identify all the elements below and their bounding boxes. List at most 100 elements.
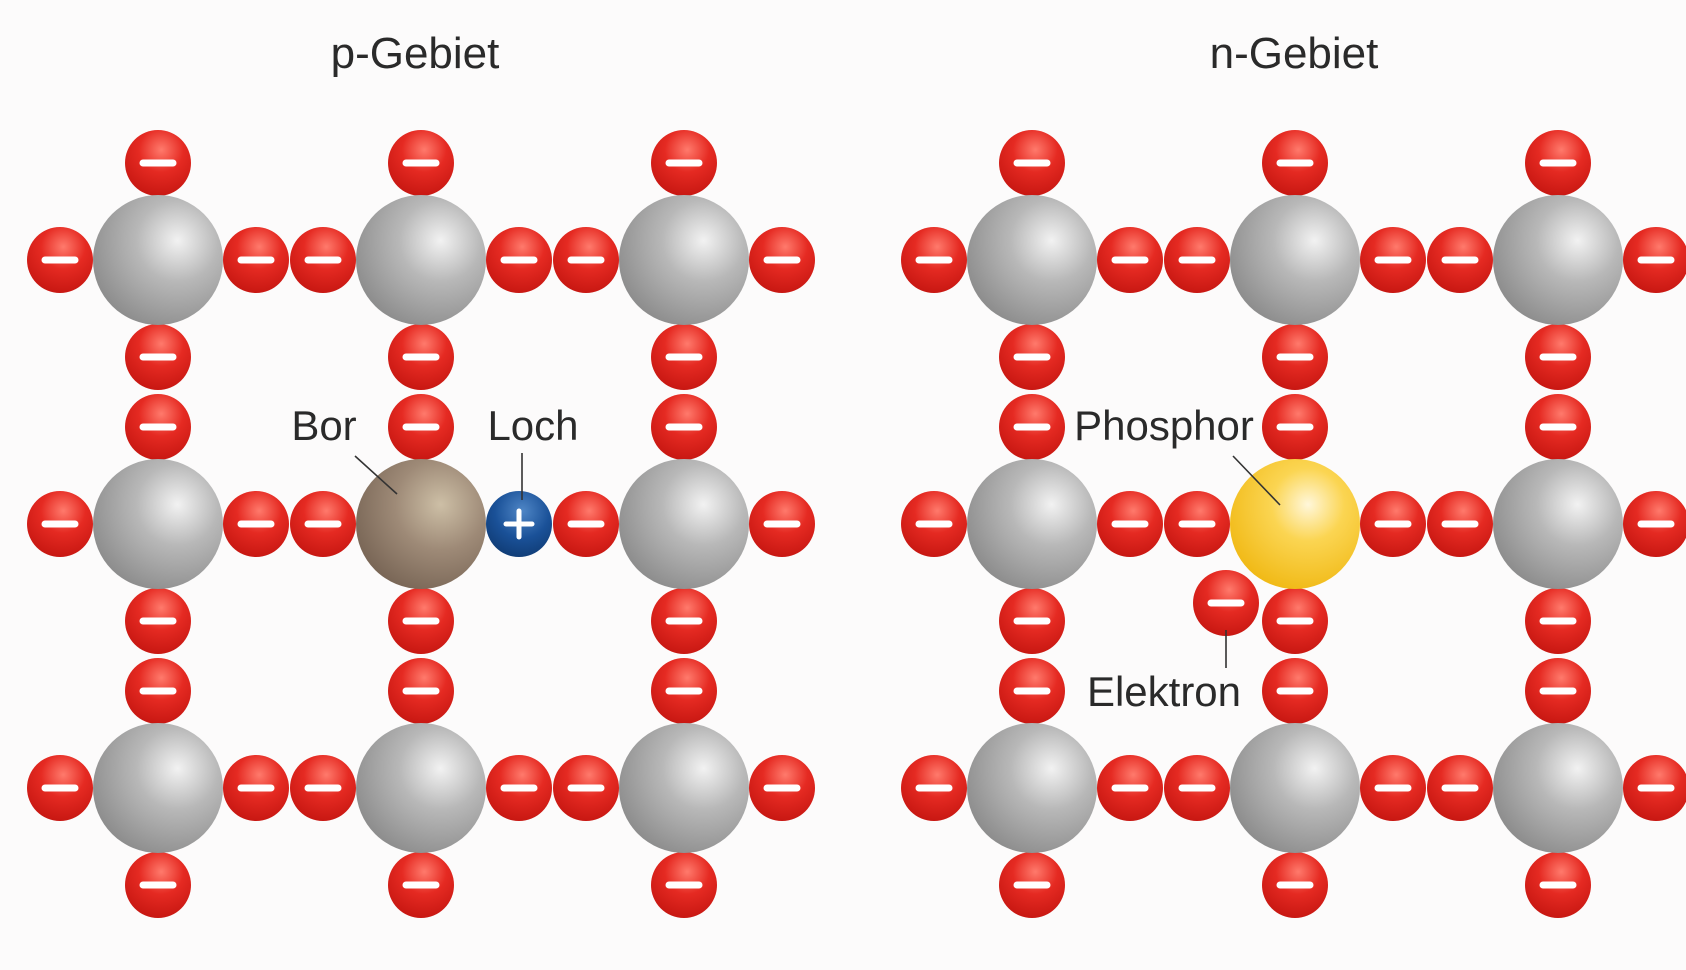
silicon-atom	[1493, 195, 1623, 325]
electron	[1097, 491, 1163, 557]
electron	[651, 588, 717, 654]
electron	[749, 491, 815, 557]
electron	[1262, 394, 1328, 460]
panel-title-p: p-Gebiet	[331, 29, 500, 78]
electron	[1262, 588, 1328, 654]
electron	[290, 227, 356, 293]
electron	[1164, 491, 1230, 557]
electron	[388, 852, 454, 918]
electron	[553, 755, 619, 821]
electrons-n	[901, 130, 1686, 918]
electron	[1097, 755, 1163, 821]
electron	[1623, 227, 1686, 293]
electron	[749, 755, 815, 821]
electron	[388, 324, 454, 390]
electron	[388, 394, 454, 460]
electron	[651, 394, 717, 460]
silicon-atom	[1230, 723, 1360, 853]
electron	[749, 227, 815, 293]
electron	[1262, 852, 1328, 918]
electron	[1525, 852, 1591, 918]
dopant-label-group-p: Bor Loch	[291, 402, 579, 500]
electron	[1525, 658, 1591, 724]
electron	[1360, 755, 1426, 821]
label-elektron: Elektron	[1087, 668, 1241, 715]
electron	[27, 755, 93, 821]
electron	[999, 852, 1065, 918]
electron	[1097, 227, 1163, 293]
silicon-atom	[1493, 459, 1623, 589]
silicon-atom	[619, 195, 749, 325]
silicon-atom	[356, 195, 486, 325]
electron	[290, 491, 356, 557]
electron	[27, 227, 93, 293]
electron	[1623, 755, 1686, 821]
electron	[999, 588, 1065, 654]
electron	[1262, 324, 1328, 390]
electron	[223, 755, 289, 821]
atoms-p	[93, 195, 749, 853]
lattice-n	[901, 130, 1686, 918]
electron	[1525, 130, 1591, 196]
electron	[125, 588, 191, 654]
electron	[999, 658, 1065, 724]
silicon-atom	[93, 195, 223, 325]
leader-line-phosphor	[1232, 455, 1281, 506]
electron	[1164, 227, 1230, 293]
silicon-atom	[93, 459, 223, 589]
silicon-atom	[967, 723, 1097, 853]
electron	[553, 491, 619, 557]
electron	[901, 491, 967, 557]
electron	[651, 130, 717, 196]
electron	[1427, 227, 1493, 293]
electron	[651, 324, 717, 390]
silicon-atom	[93, 723, 223, 853]
silicon-atom	[1230, 195, 1360, 325]
electron	[999, 324, 1065, 390]
electron	[388, 658, 454, 724]
electron	[125, 130, 191, 196]
free-electron	[1193, 570, 1259, 636]
electron	[223, 491, 289, 557]
electron	[27, 491, 93, 557]
electron	[223, 227, 289, 293]
dopant-label-group-n: Phosphor Elektron	[1074, 402, 1281, 715]
panel-title-n: n-Gebiet	[1210, 29, 1379, 78]
electron	[651, 852, 717, 918]
silicon-atom	[967, 459, 1097, 589]
electron	[999, 394, 1065, 460]
electron	[388, 588, 454, 654]
label-bor: Bor	[291, 402, 356, 449]
electron	[486, 755, 552, 821]
label-phosphor: Phosphor	[1074, 402, 1254, 449]
electron	[1525, 588, 1591, 654]
silicon-atom	[1493, 723, 1623, 853]
silicon-atom	[356, 723, 486, 853]
electron	[1360, 491, 1426, 557]
electron	[651, 658, 717, 724]
electron	[125, 658, 191, 724]
panel-p-region: p-Gebiet Bor Loch	[27, 29, 815, 918]
atoms-n	[967, 195, 1623, 853]
lattice-p	[27, 130, 815, 918]
electron	[125, 324, 191, 390]
electron	[1360, 227, 1426, 293]
electron	[125, 852, 191, 918]
electron	[1262, 658, 1328, 724]
silicon-atom	[619, 459, 749, 589]
electron	[1427, 755, 1493, 821]
electron	[1525, 394, 1591, 460]
electron	[1164, 755, 1230, 821]
electron	[999, 130, 1065, 196]
electron	[1262, 130, 1328, 196]
hole	[486, 491, 552, 557]
boron-atom	[356, 459, 486, 589]
electron	[901, 227, 967, 293]
electron	[1427, 491, 1493, 557]
panel-n-region: n-Gebiet Phosphor Elektron	[901, 29, 1686, 918]
electron	[1623, 491, 1686, 557]
silicon-atom	[619, 723, 749, 853]
electron	[553, 227, 619, 293]
electron	[486, 227, 552, 293]
electron	[125, 394, 191, 460]
